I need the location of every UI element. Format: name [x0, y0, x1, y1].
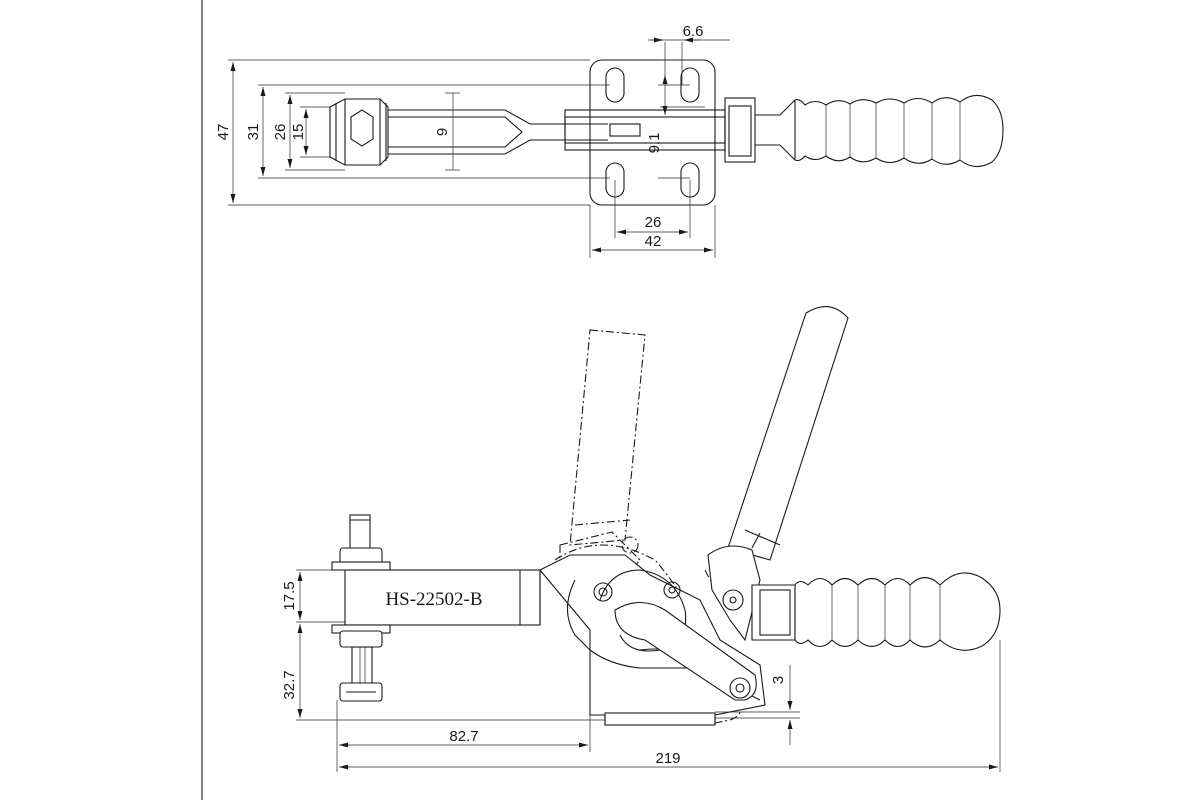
side-view-handle-grip — [722, 572, 1001, 651]
spindle-assembly — [331, 514, 391, 702]
top-view-dim-arrows — [230, 62, 309, 203]
raised-handle — [707, 306, 849, 642]
link-arm — [614, 601, 757, 701]
dim-9-1-label: 9.1 — [646, 133, 663, 154]
dim-82-7-label: 82.7 — [449, 728, 478, 745]
clamp-bar: HS-22502-B — [344, 569, 541, 626]
dim-15-label: 15 — [290, 124, 307, 141]
dim-47-label: 47 — [215, 124, 232, 141]
side-view-dim-lines — [296, 569, 1001, 772]
dim-26-left-label: 26 — [272, 124, 289, 141]
top-view-extension-lines — [228, 59, 610, 206]
side-view: HS-22502-B — [281, 306, 1001, 772]
dim-31-label: 31 — [245, 124, 262, 141]
dim-6-6-label: 6.6 — [683, 23, 704, 40]
top-view-arm — [329, 92, 608, 171]
dim-17-5-label: 17.5 — [281, 581, 298, 610]
top-view-base-plate — [564, 42, 756, 206]
dim-32-7-label: 32.7 — [281, 670, 298, 699]
dim-9-label: 9 — [434, 128, 451, 136]
top-view-handle — [755, 94, 1004, 168]
top-view: 6.6 47 31 26 15 9 9.1 26 42 — [215, 23, 1004, 258]
dim-26-bottom-label: 26 — [645, 214, 662, 231]
model-label: HS-22502-B — [385, 589, 482, 610]
dim-42-label: 42 — [645, 233, 662, 250]
dim-219-label: 219 — [655, 750, 680, 767]
dim-3-label: 3 — [770, 676, 787, 684]
